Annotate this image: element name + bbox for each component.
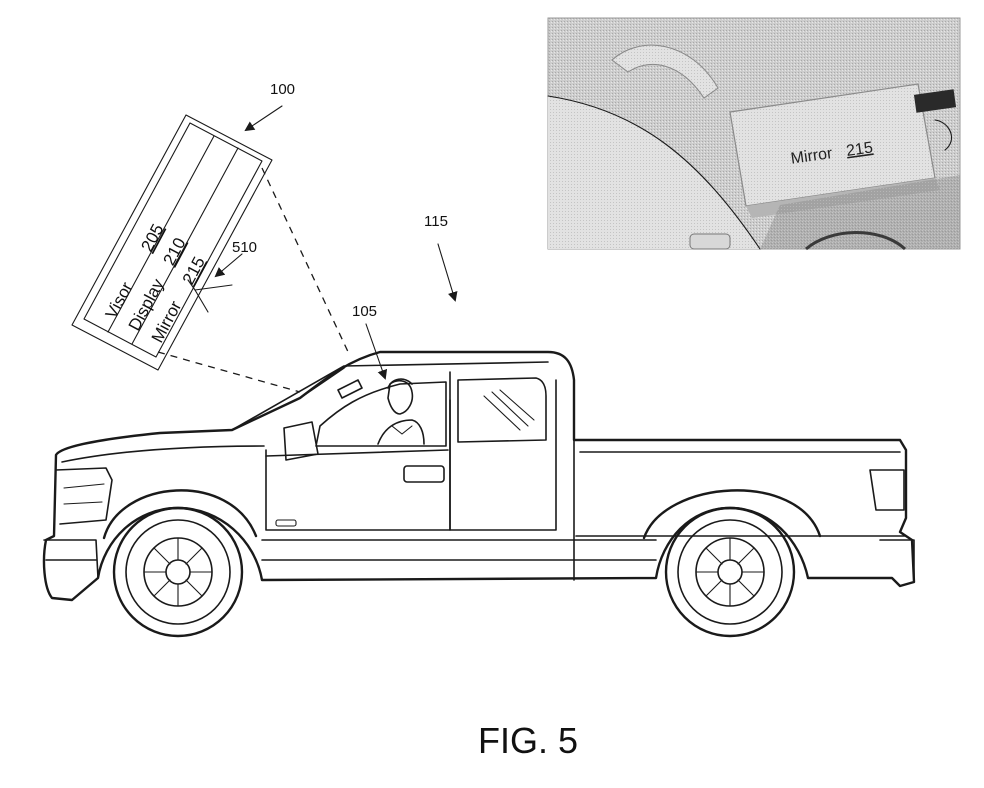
rear-wheel bbox=[664, 506, 796, 638]
occupant-figure bbox=[377, 378, 425, 445]
reference-510-arrow bbox=[187, 253, 243, 313]
reference-labels: 100 510 115 105 bbox=[232, 81, 458, 380]
cab-visor-icon bbox=[337, 379, 363, 399]
visor-row-3-ref: 215 bbox=[179, 254, 209, 288]
projection-lines bbox=[157, 167, 351, 393]
pickup-truck bbox=[42, 350, 916, 638]
visor-photo-inset: Mirror 215 bbox=[547, 17, 961, 251]
ref-100-label: 100 bbox=[270, 81, 295, 98]
photo-mirror-text: Mirror bbox=[790, 145, 834, 168]
photo-mirror-ref: 215 bbox=[845, 139, 874, 160]
front-wheel bbox=[112, 506, 244, 638]
photo-mirror-label: Mirror 215 bbox=[790, 139, 874, 167]
ref-105-label: 105 bbox=[352, 303, 377, 320]
ref-510-label: 510 bbox=[232, 239, 257, 256]
visor-row-2-ref: 210 bbox=[159, 235, 189, 269]
ref-115-label: 115 bbox=[424, 213, 448, 230]
figure-caption: FIG. 5 bbox=[478, 720, 578, 761]
visor-row-1-ref: 205 bbox=[137, 221, 167, 255]
